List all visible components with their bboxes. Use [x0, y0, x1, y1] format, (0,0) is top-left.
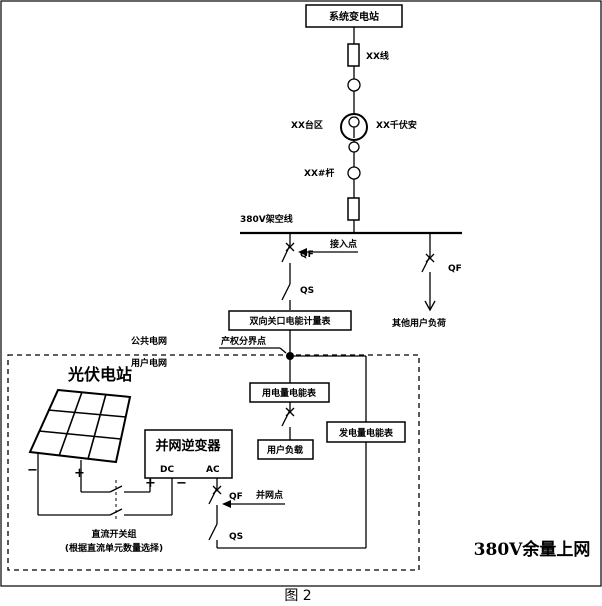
qf-cross-4b — [212, 485, 222, 495]
generation-meter-label: 发电量电能表 — [338, 427, 394, 439]
grid-point-label: 并网点 — [256, 489, 283, 501]
access-point-label: 接入点 — [330, 238, 357, 250]
qf-cross-3b — [285, 407, 295, 417]
access-point-arrowhead — [298, 248, 307, 256]
substation-label: 系统变电站 — [329, 10, 379, 23]
qf-cross-1b — [285, 242, 295, 252]
qs-label-4: QS — [229, 532, 243, 542]
qf-cross-2b — [425, 253, 435, 263]
boundary-pointer-tip — [279, 347, 287, 354]
user-boundary-dashed — [7, 354, 420, 571]
qs-switch-blade-4 — [208, 523, 218, 541]
inverter-minus-sign: − — [176, 476, 187, 491]
dc-switch-note: (根据直流单元数量选择) — [65, 542, 163, 554]
inverter-plus-sign: + — [145, 476, 156, 491]
mode-title: 380V余量上网 — [474, 539, 591, 560]
qf-label-4: QF — [229, 492, 243, 502]
inverter-ac-label: AC — [206, 465, 220, 475]
grid-inverter-box — [144, 429, 233, 479]
node-circle-1 — [347, 78, 361, 92]
user-load-label: 用户负载 — [266, 444, 303, 456]
inverter-dc-label: DC — [160, 465, 174, 475]
pv-minus-sign: − — [27, 463, 38, 478]
user-load-box — [257, 439, 314, 460]
pole-xx-label: XX#杆 — [304, 167, 334, 179]
node-circle-2 — [348, 141, 360, 153]
outer-frame — [0, 0, 602, 587]
bidirectional-meter-label: 双向关口电能计量表 — [249, 315, 331, 327]
qs-switch-blade-1 — [281, 283, 291, 301]
overhead-line-label: 380V架空线 — [240, 213, 293, 225]
public-grid-label: 公共电网 — [131, 335, 167, 347]
pv-plus-sign: + — [74, 466, 85, 481]
fuse-bottom — [347, 197, 360, 221]
fuse-top — [347, 43, 360, 67]
dc-switch-label: 直流开关组 — [91, 528, 136, 540]
grid-point-arrowhead — [222, 500, 231, 508]
line-xx-label: XX线 — [366, 50, 389, 62]
pv-panel-array — [28, 388, 132, 464]
node-circle-3 — [347, 166, 361, 180]
grid-inverter-label: 并网逆变器 — [155, 438, 221, 454]
kva-xx-label: XX千伏安 — [376, 119, 417, 131]
area-xx-label: XX台区 — [291, 119, 323, 131]
consumption-meter-label: 用电量电能表 — [261, 387, 317, 399]
qs-label-1: QS — [300, 286, 314, 296]
user-grid-label: 用户电网 — [130, 357, 167, 369]
other-loads-arrow — [424, 300, 436, 312]
other-loads-label: 其他用户负荷 — [392, 317, 446, 329]
qf-label-2: QF — [448, 264, 462, 274]
figure-caption: 图 2 — [284, 588, 311, 604]
property-boundary-label: 产权分界点 — [221, 335, 266, 347]
pv-station-title: 光伏电站 — [67, 365, 132, 384]
